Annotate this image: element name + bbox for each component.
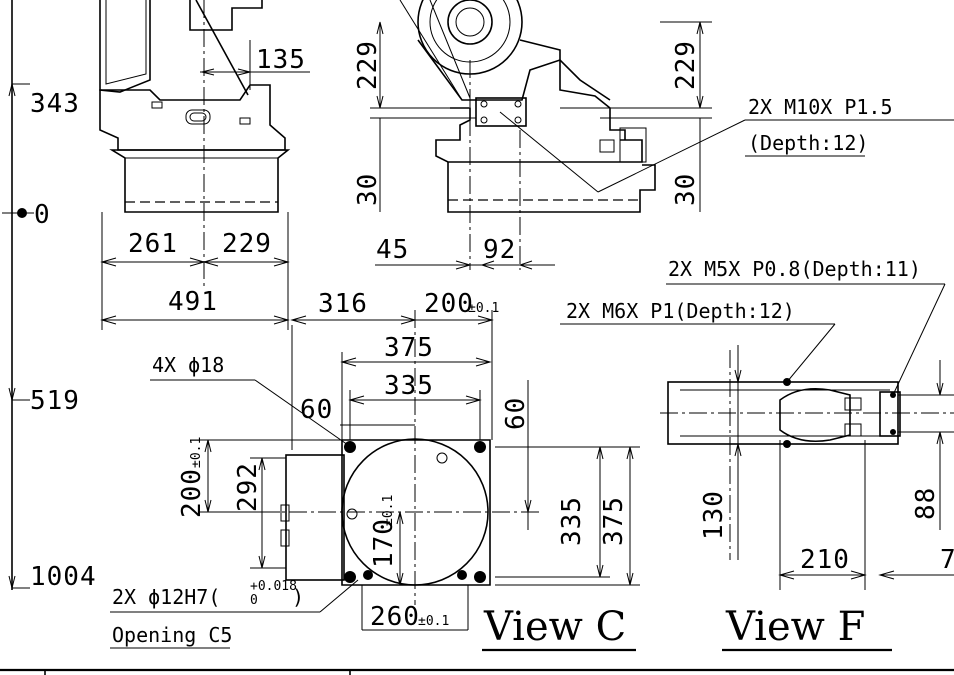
dim-316: 316	[318, 289, 368, 319]
pin-tol-upper: +0.018	[250, 579, 297, 594]
view-c-title: View C	[483, 604, 626, 650]
m10-callout-line2: (Depth:12)	[748, 131, 868, 155]
dim-30-left: 30	[353, 173, 383, 206]
dim-335-right: 335	[557, 496, 587, 546]
mount-hole	[474, 571, 486, 583]
dim-229-right: 229	[671, 40, 701, 90]
dim-7: 7	[940, 545, 954, 575]
m6-callout: 2X M6X P1(Depth:12)	[566, 299, 795, 323]
level-519: 519	[30, 386, 80, 416]
rear-view: 229 229 30 30 45 92 2X M10X P1.5 (Depth:…	[353, 0, 954, 270]
opening-label: Opening C5	[112, 623, 232, 647]
side-view: 135 261 229 491	[99, 0, 310, 330]
mount-hole	[474, 441, 486, 453]
dim-292: 292	[233, 462, 263, 512]
level-0: 0	[34, 200, 51, 230]
tol-200-top: ±0.1	[468, 301, 499, 316]
dim-200-top: 200	[424, 289, 474, 319]
dim-130: 130	[699, 490, 729, 540]
dim-200-left: 200	[177, 468, 207, 518]
dim-491: 491	[168, 287, 218, 317]
mount-hole	[344, 571, 356, 583]
dim-261: 261	[128, 229, 178, 259]
tol-200-left: ±0.1	[189, 437, 204, 468]
dim-229-left: 229	[353, 40, 383, 90]
pin-tol-lower: 0	[250, 593, 258, 608]
holes-callout: 4X ϕ18	[152, 353, 224, 377]
title-block-border	[0, 668, 954, 675]
m5-callout: 2X M5X P0.8(Depth:11)	[668, 257, 921, 281]
dim-45: 45	[376, 235, 409, 265]
mount-hole	[344, 441, 356, 453]
pin-callout-close: )	[292, 585, 304, 609]
dim-92: 92	[483, 235, 516, 265]
dim-170: 170	[369, 518, 399, 568]
dim-135: 135	[256, 45, 306, 75]
dim-60-right: 60	[501, 397, 531, 430]
dim-210: 210	[800, 545, 850, 575]
dim-260: 260	[370, 602, 420, 632]
dim-335-top: 335	[384, 371, 434, 401]
view-c: 316 200 ±0.1 375 335 60 335 375 60	[110, 289, 640, 652]
tol-170: ±0.1	[381, 495, 396, 526]
dim-229: 229	[222, 229, 272, 259]
dim-375-right: 375	[599, 496, 629, 546]
pin-callout: 2X ϕ12H7(	[112, 585, 220, 609]
level-343: 343	[30, 89, 80, 119]
dim-375-top: 375	[384, 333, 434, 363]
dim-88: 88	[911, 487, 941, 520]
dim-30-right: 30	[671, 173, 701, 206]
dim-60-top: 60	[300, 395, 333, 425]
view-f-title: View F	[725, 604, 865, 650]
view-f: 2X M5X P0.8(Depth:11) 2X M6X P1(Depth:12…	[560, 257, 954, 652]
m10-callout-line1: 2X M10X P1.5	[748, 95, 893, 119]
elevation-scale: 343 0 519 1004	[2, 0, 97, 592]
level-1004: 1004	[30, 562, 97, 592]
tol-260: ±0.1	[418, 614, 449, 629]
